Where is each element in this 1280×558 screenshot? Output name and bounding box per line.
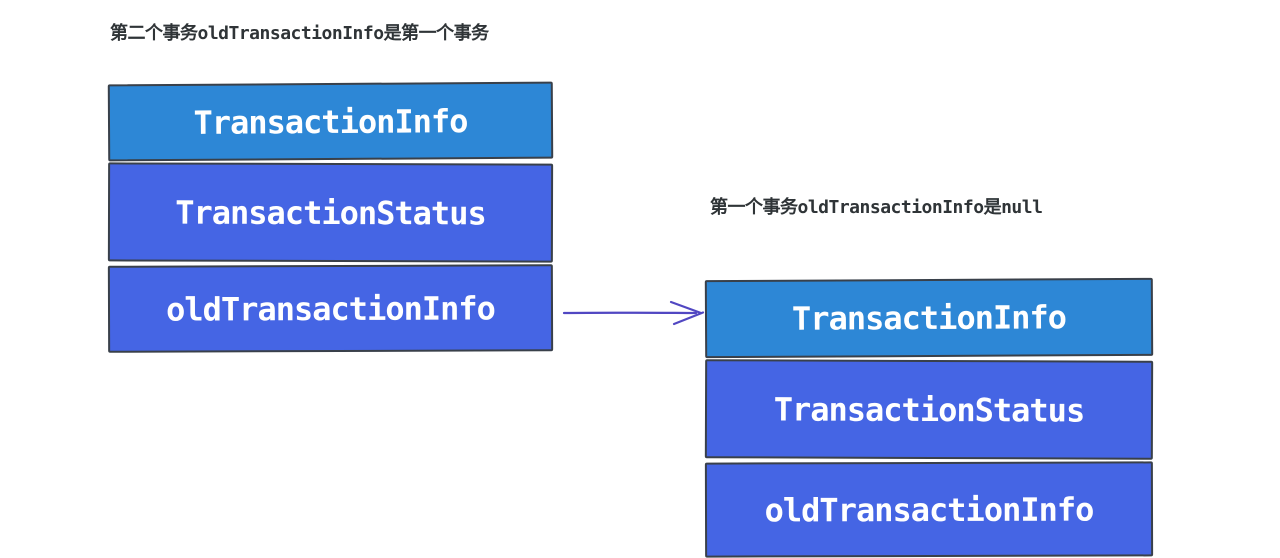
arrow-connector-icon bbox=[562, 300, 705, 326]
right-box-transaction-info-label: TransactionInfo bbox=[791, 298, 1067, 338]
left-box-transaction-info-label: TransactionInfo bbox=[193, 101, 468, 142]
left-box-transaction-info: TransactionInfo bbox=[107, 81, 554, 162]
right-box-old-transaction-info: oldTransactionInfo bbox=[704, 461, 1154, 558]
right-box-transaction-info: TransactionInfo bbox=[704, 277, 1154, 359]
right-stack-title: 第一个事务oldTransactionInfo是null bbox=[710, 197, 1043, 218]
left-stack-title: 第二个事务oldTransactionInfo是第一个事务 bbox=[110, 23, 489, 44]
left-box-old-transaction-info-label: oldTransactionInfo bbox=[166, 288, 495, 329]
right-box-transaction-status-label: TransactionStatus bbox=[773, 389, 1085, 430]
left-box-old-transaction-info: oldTransactionInfo bbox=[107, 264, 554, 353]
left-box-transaction-status: TransactionStatus bbox=[107, 162, 554, 263]
right-box-old-transaction-info-label: oldTransactionInfo bbox=[764, 490, 1094, 529]
right-box-transaction-status: TransactionStatus bbox=[704, 359, 1154, 460]
left-box-transaction-status-label: TransactionStatus bbox=[175, 193, 486, 232]
